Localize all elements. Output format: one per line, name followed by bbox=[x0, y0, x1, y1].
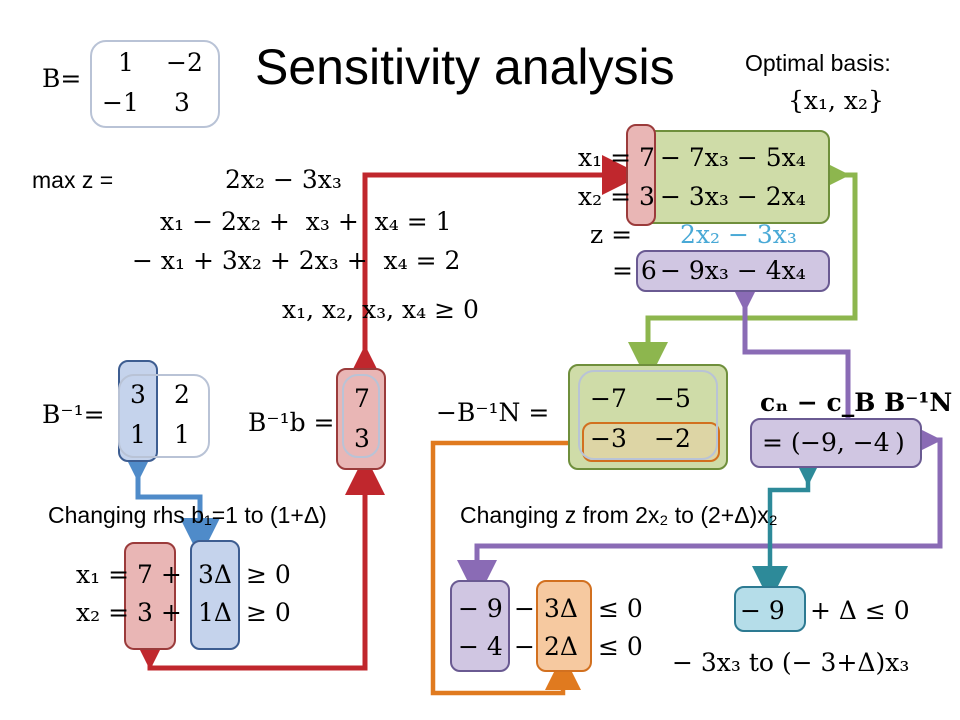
rhs-x2-rel: ≥ 0 bbox=[246, 598, 291, 627]
negbinvn-r1c1: −7 bbox=[590, 384, 627, 413]
b-matrix-r1c1: 1 bbox=[118, 48, 134, 77]
rhs-change-heading: Changing rhs b₁=1 to (1+Δ) bbox=[48, 502, 327, 528]
dict-z2-rhs: − 9x₃ − 4x₄ bbox=[660, 256, 806, 285]
b-matrix-bracket bbox=[90, 40, 220, 128]
dict-x1-rhs: − 7x₃ − 5x₄ bbox=[660, 143, 806, 172]
orange-arrow-negbinvn-to-z-change bbox=[430, 440, 583, 696]
dict-x1-lhs: x₁ = 7 bbox=[578, 143, 655, 172]
reduced-costs-prefix: = ( bbox=[762, 428, 801, 457]
binvb-bracket bbox=[342, 374, 380, 458]
dict-z-lhs: z = bbox=[590, 220, 633, 249]
negbinvn-r2c1: −3 bbox=[590, 424, 627, 453]
z-row2-rel: ≤ 0 bbox=[598, 632, 643, 661]
binv-r2c1: 1 bbox=[130, 420, 146, 449]
negbinvn-r1c2: −5 bbox=[654, 384, 691, 413]
objective-label: max z = bbox=[32, 167, 114, 193]
rhs-x2-lhs: x₂ = 3 + bbox=[76, 598, 182, 627]
binv-label: B⁻¹= bbox=[42, 400, 105, 429]
z-row2-op: − bbox=[514, 632, 535, 661]
negbinvn-row2-box bbox=[582, 422, 720, 462]
reduced-costs-suffix: ) bbox=[895, 428, 905, 457]
dictionary-zrow-box bbox=[636, 250, 830, 292]
x3-caption: − 3x₃ to (− 3+Δ)x₃ bbox=[672, 648, 910, 677]
negbinvn-r2c2: −2 bbox=[654, 424, 691, 453]
reduced-costs-values: −9, −4 bbox=[800, 428, 890, 457]
dict-z2-lhs: = 6 bbox=[612, 256, 657, 285]
negbinvn-box bbox=[568, 364, 728, 470]
b-matrix-r1c2: −2 bbox=[166, 48, 203, 77]
red-arrow-rhs-change bbox=[130, 455, 385, 671]
dict-x2-lhs: x₂ = 3 bbox=[578, 182, 655, 211]
dict-x2-rhs: − 3x₃ − 2x₄ bbox=[660, 182, 806, 211]
purple-arrow-z-change bbox=[457, 420, 943, 600]
z-row1-b: 3Δ bbox=[544, 594, 578, 623]
page-title: Sensitivity analysis bbox=[255, 39, 675, 95]
blue-arrow-binv-to-rhs bbox=[118, 442, 220, 558]
b-matrix-r2c2: 3 bbox=[174, 88, 190, 117]
b-matrix-r2c1: −1 bbox=[102, 88, 139, 117]
x3-change-cyan-box bbox=[734, 586, 806, 632]
optimal-basis-label: Optimal basis: bbox=[745, 50, 891, 76]
reduced-costs-formula: cₙ − c_B B⁻¹N bbox=[760, 388, 953, 417]
z-change-purple-box bbox=[450, 580, 510, 672]
rhs-x1-term: 3Δ bbox=[198, 560, 232, 589]
rhs-x1-rel: ≥ 0 bbox=[246, 560, 291, 589]
dictionary-constant-box bbox=[626, 124, 656, 226]
negbinvn-label: −B⁻¹N = bbox=[436, 398, 550, 427]
rhs-x1-lhs: x₁ = 7 + bbox=[76, 560, 182, 589]
x3-rest: + Δ ≤ 0 bbox=[810, 596, 910, 625]
z-row1-rel: ≤ 0 bbox=[598, 594, 643, 623]
binv-r1c1: 3 bbox=[130, 380, 146, 409]
z-row2-a: − 4 bbox=[458, 632, 503, 661]
purple-arrow-zrow-to-reduced bbox=[725, 272, 868, 458]
red-arrow-binvb-to-dictionary bbox=[345, 155, 642, 385]
dict-z-expr: 2x₂ − 3x₃ bbox=[680, 220, 797, 249]
binv-bracket bbox=[118, 374, 210, 458]
z-row1-op: − bbox=[514, 594, 535, 623]
z-change-heading: Changing z from 2x₂ to (2+Δ)x₂ bbox=[460, 502, 778, 528]
binv-r2c2: 1 bbox=[174, 420, 190, 449]
teal-arrow-reduced-to-x3 bbox=[752, 450, 826, 602]
z-row2-b: 2Δ bbox=[544, 632, 578, 661]
x3-term: − 9 bbox=[740, 596, 785, 625]
binv-r1c2: 2 bbox=[174, 380, 190, 409]
z-row1-a: − 9 bbox=[458, 594, 503, 623]
rhs-change-blue-box bbox=[190, 540, 240, 650]
rhs-change-red-box bbox=[124, 542, 176, 650]
reduced-costs-box bbox=[750, 418, 922, 468]
nonnegativity: x₁, x₂, x₃, x₄ ≥ 0 bbox=[282, 295, 479, 324]
negbinvn-bracket bbox=[578, 370, 718, 460]
binvb-label: B⁻¹b = bbox=[248, 408, 335, 437]
constraint-2: − x₁ + 3x₂ + 2x₃ + x₄ = 2 bbox=[132, 246, 461, 275]
constraint-1: x₁ − 2x₂ + x₃ + x₄ = 1 bbox=[160, 207, 452, 236]
binvb-v1: 7 bbox=[354, 384, 370, 413]
b-matrix-label: B= bbox=[42, 64, 82, 93]
rhs-x2-term: 1Δ bbox=[198, 598, 232, 627]
objective-expr: 2x₂ − 3x₃ bbox=[225, 165, 342, 194]
optimal-basis-set: {x₁, x₂} bbox=[788, 86, 884, 115]
z-change-orange-box bbox=[536, 580, 592, 672]
binvb-v2: 3 bbox=[354, 424, 370, 453]
